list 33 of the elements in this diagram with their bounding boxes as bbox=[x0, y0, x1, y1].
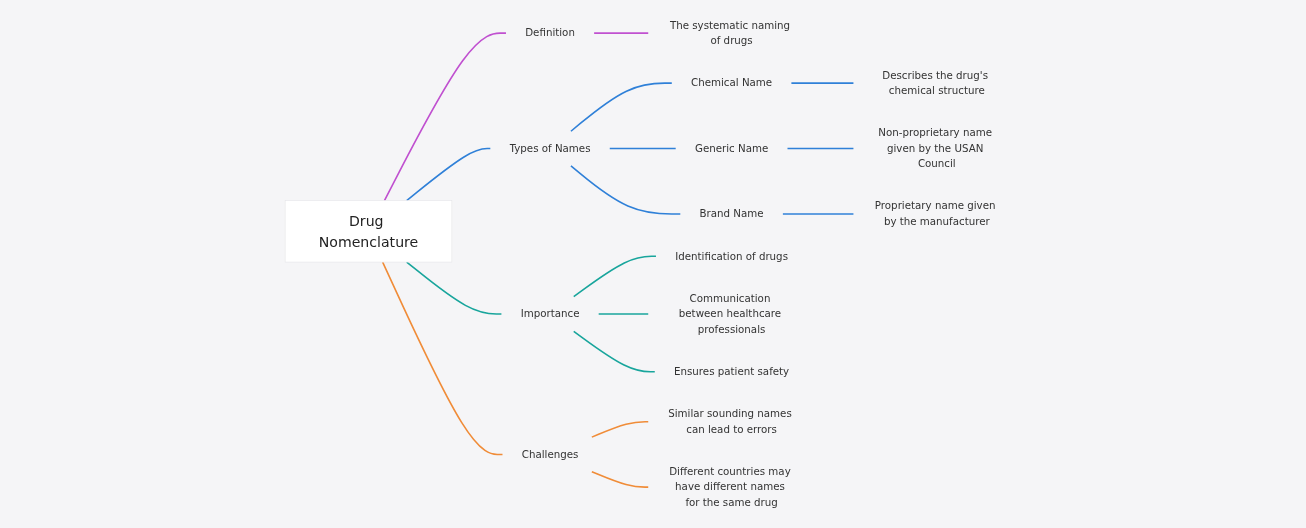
node-text: Brand Name bbox=[699, 207, 764, 220]
node-text: Identification of drugs bbox=[675, 249, 789, 263]
node-text: Proprietary name given by the manufacturer bbox=[875, 199, 996, 228]
node-text: Similar sounding names can lead to errors bbox=[668, 407, 793, 436]
node-text: Challenges bbox=[522, 448, 579, 461]
connector bbox=[573, 255, 658, 298]
connector bbox=[570, 165, 682, 215]
node-text: The systematic naming of drugs bbox=[670, 19, 791, 47]
connector bbox=[382, 261, 504, 456]
connector bbox=[609, 147, 677, 150]
node-text: Importance bbox=[520, 307, 580, 320]
node-text: Communication between healthcare professionals bbox=[679, 292, 782, 336]
node-text: Non-proprietary name given by the USAN Council bbox=[878, 126, 993, 170]
connector bbox=[591, 420, 650, 438]
node-text: Chemical Name bbox=[691, 76, 773, 89]
connector bbox=[598, 313, 650, 315]
node-text: Ensures patient safety bbox=[674, 365, 790, 378]
connector bbox=[593, 32, 650, 34]
connector bbox=[787, 147, 855, 150]
connector bbox=[782, 213, 855, 215]
connector bbox=[573, 330, 656, 373]
node-text: Different countries may have different names for the same drug bbox=[669, 465, 792, 509]
connector bbox=[790, 82, 855, 84]
connector bbox=[406, 261, 503, 315]
node-text: Definition bbox=[525, 26, 576, 39]
node-box: Drug Nomenclature bbox=[285, 200, 453, 263]
connector bbox=[383, 32, 508, 202]
node-text: Generic Name bbox=[695, 142, 769, 155]
node-text: Describes the drug's chemical structure bbox=[882, 69, 989, 97]
connector bbox=[570, 82, 673, 133]
connector bbox=[591, 470, 650, 488]
connector bbox=[406, 147, 492, 202]
node-text: Types of Names bbox=[509, 142, 591, 155]
